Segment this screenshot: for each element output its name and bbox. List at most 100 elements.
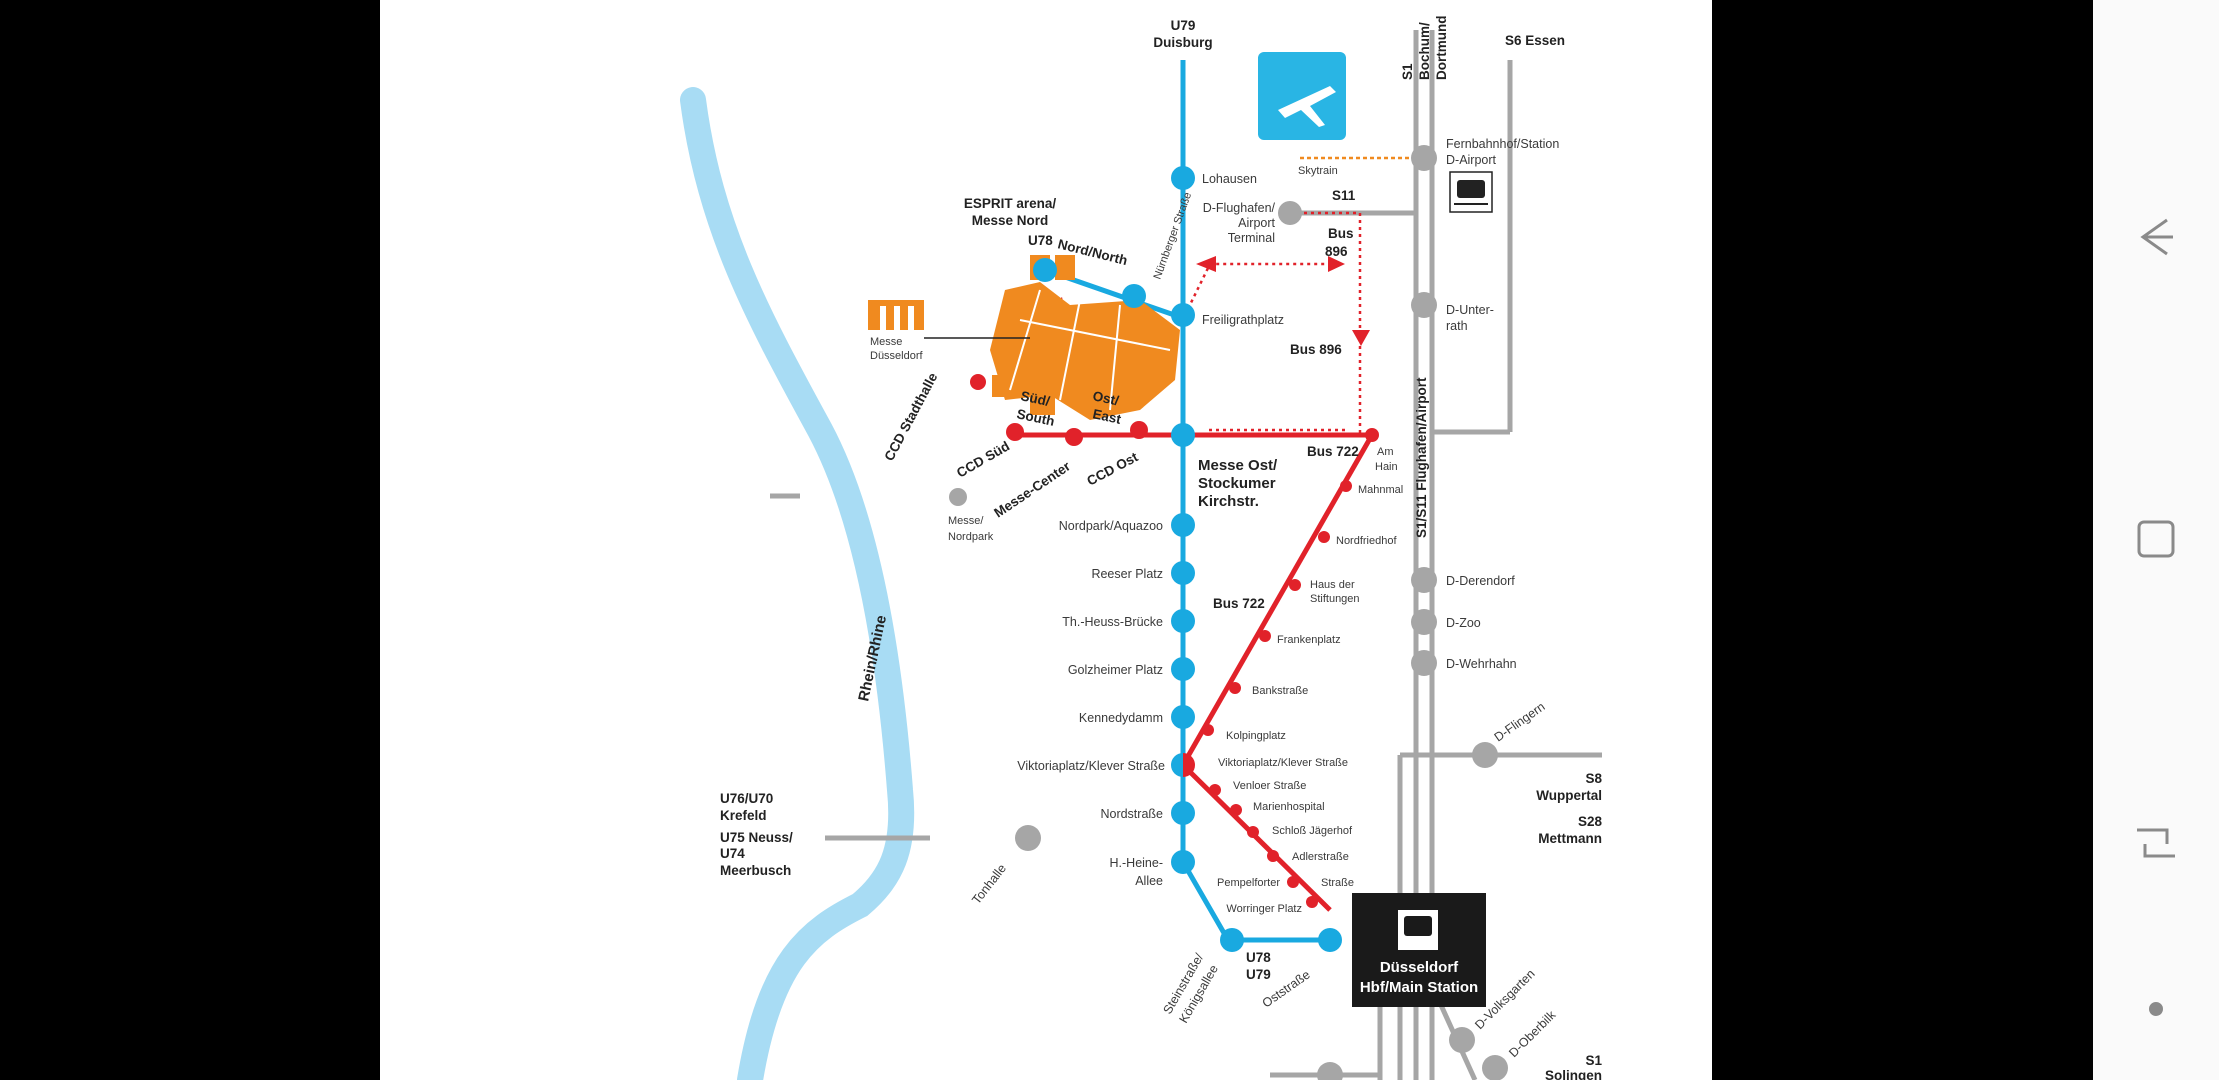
stadthalle-label: CCD Stadthalle: [881, 370, 940, 464]
ost-label-2: East: [1091, 406, 1123, 427]
wehrhahn-label: D-Wehrhahn: [1446, 657, 1517, 671]
messe-ost-label-1: Messe Ost/: [1198, 457, 1278, 474]
bankstrasse-label: Bankstraße: [1252, 685, 1308, 697]
back-button[interactable]: [2123, 204, 2189, 270]
viktoria-station-dot[interactable]: [1171, 753, 1195, 777]
nordstrasse-label: Nordstraße: [1100, 807, 1163, 821]
nuernberger-label: Nürnberger Straße: [1152, 191, 1195, 281]
dot-button[interactable]: [2123, 976, 2189, 1042]
tonhalle-label: Tonhalle: [969, 861, 1009, 906]
messe-logo: [868, 300, 1030, 339]
stiftungen-label-1: Haus der: [1310, 579, 1355, 591]
sued-label-1: Süd/: [1019, 388, 1051, 409]
u75-label-1: U75 Neuss/: [720, 830, 793, 845]
s1-s11-label: S1/S11 Flughafen/Airport: [1414, 377, 1429, 538]
bus-722-dots: [1202, 480, 1352, 908]
u75-label-3: Meerbusch: [720, 863, 791, 878]
hbf-label-2: Hbf/Main Station: [1360, 979, 1478, 996]
u75-label-2: U74: [720, 846, 745, 861]
frankenplatz-label: Frankenplatz: [1277, 634, 1341, 646]
viktoria-bus-label: Viktoriaplatz/Klever Straße: [1218, 757, 1348, 769]
nordfriedhof-label: Nordfriedhof: [1336, 535, 1397, 547]
dot-icon: [2149, 1002, 2163, 1016]
heine-label-1: H.-Heine-: [1110, 856, 1164, 870]
esprit-label-2: Messe Nord: [972, 213, 1049, 228]
esprit-label-1: ESPRIT arena/: [964, 196, 1057, 211]
venloer-label: Venloer Straße: [1233, 780, 1306, 792]
back-icon: [2140, 218, 2173, 256]
u76-label-1: U76/U70: [720, 791, 773, 806]
bus896-label-a-1: Bus: [1328, 226, 1354, 241]
nordpark-label: Nordpark/Aquazoo: [1059, 519, 1163, 533]
schloss-label: Schloß Jägerhof: [1272, 825, 1353, 837]
unterrath-label-2: rath: [1446, 319, 1468, 333]
u76-label-2: Krefeld: [720, 808, 767, 823]
duisburg-label: Duisburg: [1153, 35, 1212, 50]
bus722-label-a: Bus 722: [1307, 444, 1359, 459]
s8-label: S8: [1585, 771, 1602, 786]
messe-ost-label-2: Stockumer: [1198, 475, 1276, 492]
ost-label-1: Ost/: [1091, 388, 1120, 408]
s6-essen-label: S6 Essen: [1505, 33, 1565, 48]
hbf-label-1: Düsseldorf: [1380, 959, 1459, 976]
bochum-label: Bochum/: [1417, 22, 1432, 80]
pempelforter-label-1: Pempelforter: [1217, 877, 1280, 889]
home-button[interactable]: [2123, 808, 2189, 874]
logo-label-2: Düsseldorf: [870, 350, 924, 362]
flingern-label: D-Flingern: [1492, 699, 1548, 744]
recents-icon: [2137, 520, 2175, 558]
golzheimer-label: Golzheimer Platz: [1068, 663, 1163, 677]
u79-top-label: U79: [1171, 18, 1196, 33]
messe-ost-label-3: Kirchstr.: [1198, 493, 1259, 510]
ccd-sued-label: CCD Süd: [954, 438, 1012, 480]
heuss-label: Th.-Heuss-Brücke: [1062, 615, 1163, 629]
adlerstrasse-label: Adlerstraße: [1292, 851, 1349, 863]
map-panel: Düsseldorf Hbf/Main Station U79 Duisburg…: [380, 0, 1712, 1080]
kolpingplatz-label: Kolpingplatz: [1226, 730, 1286, 742]
kennedydamm-label: Kennedydamm: [1079, 711, 1163, 725]
s1-bottom-label: S1: [1585, 1053, 1602, 1068]
s11-label: S11: [1332, 188, 1356, 203]
transit-map[interactable]: Düsseldorf Hbf/Main Station U79 Duisburg…: [380, 0, 1712, 1080]
u79-bottom-label: U79: [1246, 967, 1271, 982]
s28-label: S28: [1578, 814, 1603, 829]
terminal-label-1: D-Flughafen/: [1203, 201, 1276, 215]
messe-center-label: Messe-Center: [991, 458, 1073, 520]
terminal-label-3: Terminal: [1228, 231, 1275, 245]
marienhospital-label: Marienhospital: [1253, 801, 1325, 813]
bus-station-dots[interactable]: [970, 374, 1379, 446]
rhine-river: [680, 87, 915, 1080]
navigation-bar: [2093, 0, 2219, 1080]
dortmund-label: Dortmund: [1434, 16, 1449, 81]
unterrath-label-1: D-Unter-: [1446, 303, 1494, 317]
oberbilk-label: D-Oberbilk: [1506, 1007, 1559, 1060]
airport-icon: [1258, 52, 1346, 140]
fernbahnhof-label-2: D-Airport: [1446, 153, 1497, 167]
hbf-box: Düsseldorf Hbf/Main Station: [1352, 893, 1486, 1007]
wuppertal-label: Wuppertal: [1536, 788, 1602, 803]
fernbahnhof-label-1: Fernbahnhof/Station: [1446, 137, 1559, 151]
mahnmal-label: Mahnmal: [1358, 484, 1403, 496]
messe-nordpark-label-2: Nordpark: [948, 531, 994, 543]
s-station-dots[interactable]: [949, 145, 1508, 1080]
freiligrath-label: Freiligrathplatz: [1202, 313, 1284, 327]
u-station-dots[interactable]: [1033, 166, 1342, 952]
am-hain-label-1: Am: [1377, 446, 1394, 458]
reeser-label: Reeser Platz: [1091, 567, 1163, 581]
zoo-label: D-Zoo: [1446, 616, 1481, 630]
train-icon-airport: [1449, 171, 1493, 213]
bus722-label-b: Bus 722: [1213, 596, 1265, 611]
u78-messe-label: U78: [1028, 233, 1053, 248]
skytrain-label: Skytrain: [1298, 165, 1338, 177]
lohausen-label: Lohausen: [1202, 172, 1257, 186]
derendorf-label: D-Derendorf: [1446, 574, 1515, 588]
stiftungen-label-2: Stiftungen: [1310, 593, 1360, 605]
home-icon: [2137, 828, 2175, 858]
heine-label-2: Allee: [1135, 874, 1163, 888]
s1-top-label: S1: [1400, 63, 1415, 80]
pempelforter-label-2: Straße: [1321, 877, 1354, 889]
logo-label-1: Messe: [870, 336, 902, 348]
bus896-label-b: Bus 896: [1290, 342, 1342, 357]
recents-button[interactable]: [2123, 506, 2189, 572]
viktoria-u-label: Viktoriaplatz/Klever Straße: [1017, 759, 1165, 773]
